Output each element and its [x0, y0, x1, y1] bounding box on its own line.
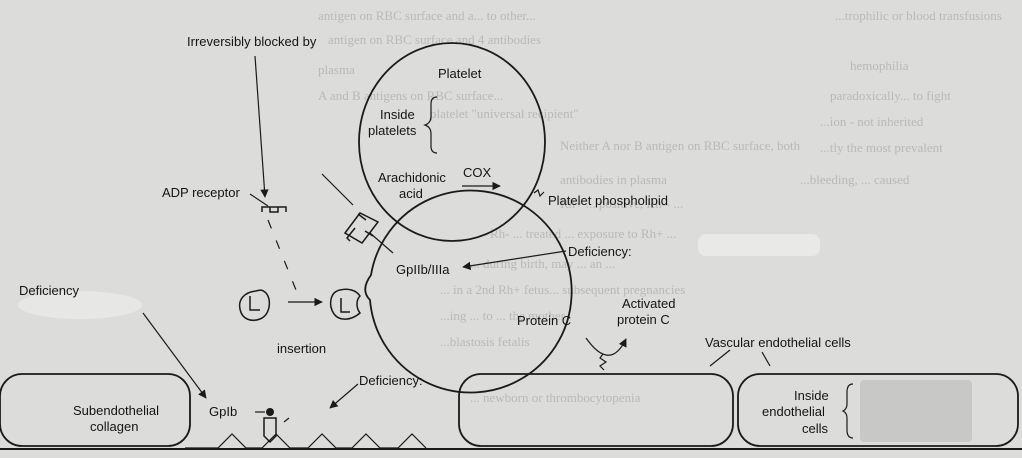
bg-line-11: ...ing ... to ... the mother — [440, 308, 566, 323]
redaction-left — [18, 291, 142, 319]
adp-receptor-leader — [249, 193, 269, 207]
label-inside-endothelial-1: Inside — [794, 388, 829, 403]
redacted-answer-areas — [18, 234, 972, 442]
bg-line-8: Rh- ... treated ... exposure to Rh+ ... — [490, 226, 676, 241]
label-subendothelial-2: collagen — [90, 419, 138, 434]
label-insertion: insertion — [277, 341, 326, 356]
label-activated-1: Activated — [622, 296, 675, 311]
endothelial-cell-2 — [737, 373, 1019, 447]
granule-left — [238, 289, 271, 321]
label-deficiency-bottom: Deficiency: — [359, 373, 423, 388]
bg-line-3: A and B antigens on RBC surface... — [318, 88, 503, 103]
bg-line-19: ...bleeding, ... caused — [800, 172, 910, 187]
label-platelet: Platelet — [438, 66, 482, 81]
bg-line-6: antibodies in plasma — [560, 172, 667, 187]
bg-line-4: platelet "universal recipient" — [430, 106, 579, 121]
bg-line-1: antigen on RBC surface and 4 antibodies — [328, 32, 541, 47]
subendothelial-cell — [0, 373, 191, 447]
label-vascular-endothelial: Vascular endothelial cells — [705, 335, 851, 350]
bg-line-16: paradoxically... to fight — [830, 88, 951, 103]
vascular-leader-1 — [709, 349, 731, 367]
label-platelet-phospholipid: Platelet phospholipid — [548, 193, 668, 208]
bg-line-7: Rh+ ... positive, Rh-- ... — [560, 196, 683, 211]
bg-line-14: ...trophilic or blood transfusions — [835, 8, 1002, 23]
label-activated-2: protein C — [617, 312, 670, 327]
label-arachidonic-2: acid — [399, 186, 423, 201]
gp2b3a-upper-line — [321, 173, 354, 206]
label-gp1b: GpIb — [209, 404, 237, 419]
label-irreversibly-blocked: Irreversibly blocked by — [187, 34, 317, 49]
endothelial-cell-1 — [458, 373, 734, 447]
deficiency-bottom-arrow — [329, 383, 359, 409]
bg-line-17: ...ion - not inherited — [820, 114, 924, 129]
label-inside-platelets-1: Inside — [380, 107, 415, 122]
adp-dashed-path — [267, 219, 297, 291]
gp1b-receptor — [263, 417, 277, 444]
collagen-zigzag — [185, 433, 427, 449]
gp2b3a-receptor — [343, 212, 380, 244]
platelet-top-outline — [358, 42, 546, 242]
protein-c-anchor — [599, 353, 608, 371]
label-protein-c: Protein C — [517, 313, 571, 328]
label-gp2b3a: GpIIb/IIIa — [396, 262, 450, 277]
platelet-cell-outline — [364, 189, 573, 394]
deficiency-gp2b3a-arrow — [462, 250, 567, 270]
label-inside-endothelial-3: cells — [802, 421, 829, 436]
deficiency-left-arrow — [142, 312, 207, 399]
gp1b-receptor-dot — [266, 408, 274, 416]
bg-line-12: ...blastosis fetalis — [440, 334, 530, 349]
gp1b-tick — [283, 417, 290, 423]
bg-line-2: plasma — [318, 62, 355, 77]
redaction-gp2b3a — [698, 234, 820, 256]
redaction-endothelial — [860, 380, 972, 442]
adp-receptor-glyph — [261, 206, 287, 213]
bg-line-15: hemophilia — [850, 58, 909, 73]
bg-line-18: ...tly the most prevalent — [820, 140, 943, 155]
inside-platelets-brace — [423, 96, 438, 154]
inside-endothelial-brace — [841, 383, 854, 439]
bg-line-13: ... newborn or thrombocytopenia — [470, 390, 641, 405]
label-inside-endothelial-2: endothelial — [762, 404, 825, 419]
label-inside-platelets-2: platelets — [368, 123, 417, 138]
label-adp-receptor: ADP receptor — [162, 185, 240, 200]
bg-line-10: ... in a 2nd Rh+ fetus... subsequent pre… — [440, 282, 685, 297]
blocked-arrow — [254, 55, 269, 198]
bg-line-5: Neither A nor B antigen on RBC surface, … — [560, 138, 801, 153]
label-deficiency-left: Deficiency — [19, 283, 79, 298]
label-cox: COX — [463, 165, 492, 180]
label-arachidonic-1: Arachidonic — [378, 170, 446, 185]
protein-c-activation-arrow — [585, 337, 627, 356]
granule-left-mark — [249, 296, 260, 311]
label-subendothelial-1: Subendothelial — [73, 403, 159, 418]
gp2b3a-lower-line — [369, 232, 394, 254]
background-bleed-text: antigen on RBC surface and a... to other… — [318, 8, 1002, 405]
granule-right-mark — [340, 298, 350, 313]
label-deficiency-gp2b3a: Deficiency: — [568, 244, 632, 259]
vascular-leader-2 — [761, 351, 771, 367]
bg-line-0: antigen on RBC surface and a... to other… — [318, 8, 536, 23]
phospholipid-squiggle — [533, 189, 545, 198]
granule-right — [329, 288, 362, 320]
